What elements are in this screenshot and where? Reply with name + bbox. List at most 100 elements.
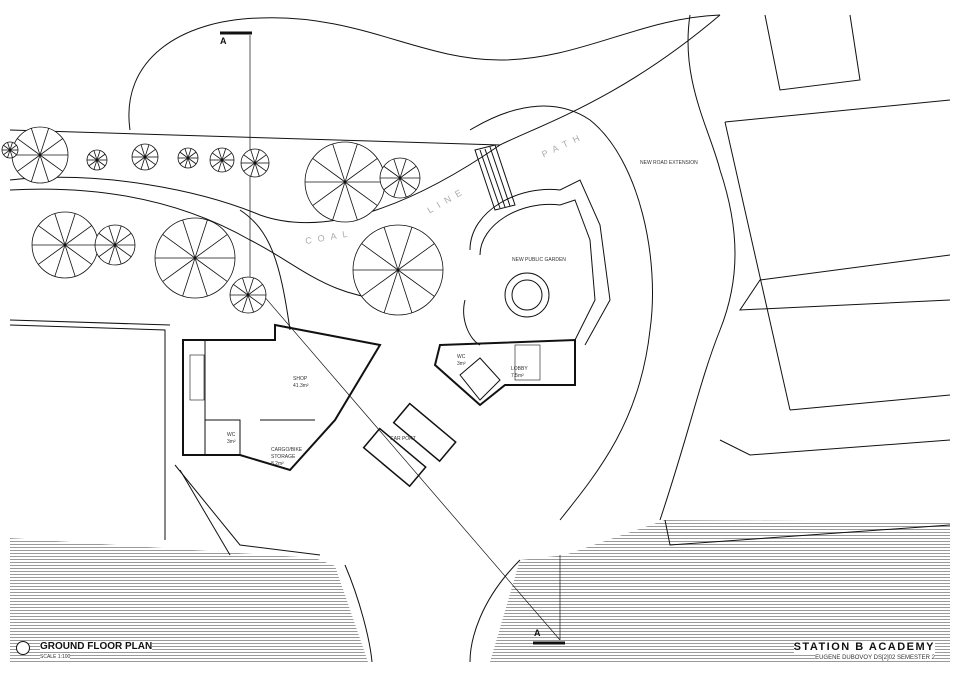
tree-branch (399, 165, 417, 179)
tree-branch (194, 234, 228, 259)
tree-branch (247, 277, 254, 296)
shop-building (182, 323, 382, 472)
tree-branch (383, 177, 401, 191)
wc1-label: WC (227, 432, 236, 438)
tree-branch (332, 181, 346, 221)
garden (463, 179, 611, 346)
tree-branch (332, 143, 346, 183)
tree-branch (194, 219, 208, 259)
tree-branch (114, 232, 132, 246)
tree-branch (30, 154, 41, 182)
tree-branch (64, 213, 76, 246)
tree-branch (108, 225, 116, 246)
project-title: STATION B ACADEMY (793, 641, 935, 653)
tree-branch (361, 269, 399, 297)
tree-branch (399, 177, 407, 198)
tree-branch (397, 269, 435, 297)
cargo-area: 8.2m² (271, 461, 284, 467)
tree-branch (383, 227, 399, 271)
tree-branch (242, 277, 249, 296)
tree-branch (39, 154, 50, 182)
tree-branch (179, 157, 189, 165)
tree-branch (162, 234, 196, 259)
tree-branch (187, 157, 197, 165)
tree-branch (194, 257, 208, 297)
tree-branch (144, 144, 150, 158)
tree-branch (88, 153, 98, 161)
garden-label: NEW PUBLIC GARDEN (512, 257, 566, 263)
tree-branch (184, 157, 189, 168)
shop-label: SHOP (293, 376, 308, 382)
roads-and-paths (9, 14, 951, 663)
tree-branch (393, 158, 401, 179)
tree-branch (98, 232, 116, 246)
tree-branch (9, 149, 13, 158)
drawing-scale: SCALE 1:100 (40, 654, 71, 660)
wc1-area: 3m² (227, 439, 236, 445)
tree-branch (17, 138, 41, 156)
tree-branch (221, 159, 227, 172)
tree-branch (96, 150, 101, 161)
tree-branch (134, 149, 146, 158)
tree-branch (254, 162, 260, 177)
tree-branch (397, 227, 413, 271)
wc2-area: 3m² (457, 361, 466, 367)
tree-branch (64, 225, 92, 246)
tree-branch (3, 144, 11, 151)
lobby-area: 7.5m² (511, 373, 524, 379)
tree-branch (217, 148, 223, 161)
tree-branch (344, 143, 358, 183)
cars (362, 402, 457, 488)
tree-branch (140, 144, 146, 158)
tree-branch (38, 244, 66, 265)
tree-branch (54, 213, 66, 246)
tree-branch (134, 156, 146, 165)
section-marker-bottom: A (534, 628, 541, 638)
tree-branch (383, 269, 399, 313)
tree-branch (254, 154, 267, 164)
tree-branch (17, 154, 41, 172)
tree-branch (39, 138, 63, 156)
tree-branch (344, 181, 378, 206)
tree-branch (233, 284, 249, 296)
tree-branch (182, 257, 196, 297)
tree-branch (54, 244, 66, 277)
tree-branch (93, 159, 98, 170)
tree-branch (212, 159, 223, 168)
tree-branch (254, 162, 267, 172)
tree-branch (247, 294, 254, 313)
cargo-label: CARGO/BIKE (271, 447, 303, 453)
lobby-label: LOBBY (511, 366, 528, 372)
shop-area: 41.3m² (293, 383, 309, 389)
tree-branch (93, 150, 98, 161)
tree-branch (114, 244, 122, 265)
tree-branch (383, 165, 401, 179)
tree-branch (254, 149, 260, 164)
cargo-label-2: STORAGE (271, 454, 296, 460)
lobby-building (433, 338, 576, 407)
tree-branch (64, 244, 76, 277)
tree-branch (250, 149, 256, 164)
tree-branch (39, 128, 50, 156)
tree-branch (88, 159, 98, 167)
tree-branch (397, 269, 413, 313)
tree-branch (96, 159, 101, 170)
tree-branch (187, 151, 197, 159)
tree-branch (221, 148, 227, 161)
tree-branch (64, 244, 92, 265)
tree-branch (182, 219, 196, 259)
tree-branch (361, 243, 399, 271)
tree-branch (312, 181, 346, 206)
tree-branch (344, 158, 378, 183)
section-line (220, 31, 565, 645)
tree-branch (162, 257, 196, 282)
tree-branch (212, 152, 223, 161)
tree-branch (98, 244, 116, 258)
tree-branch (114, 225, 122, 246)
tree-branch (96, 159, 106, 167)
tree-branch (144, 156, 156, 165)
tree-branch (7, 142, 11, 151)
tree-branch (397, 243, 435, 271)
